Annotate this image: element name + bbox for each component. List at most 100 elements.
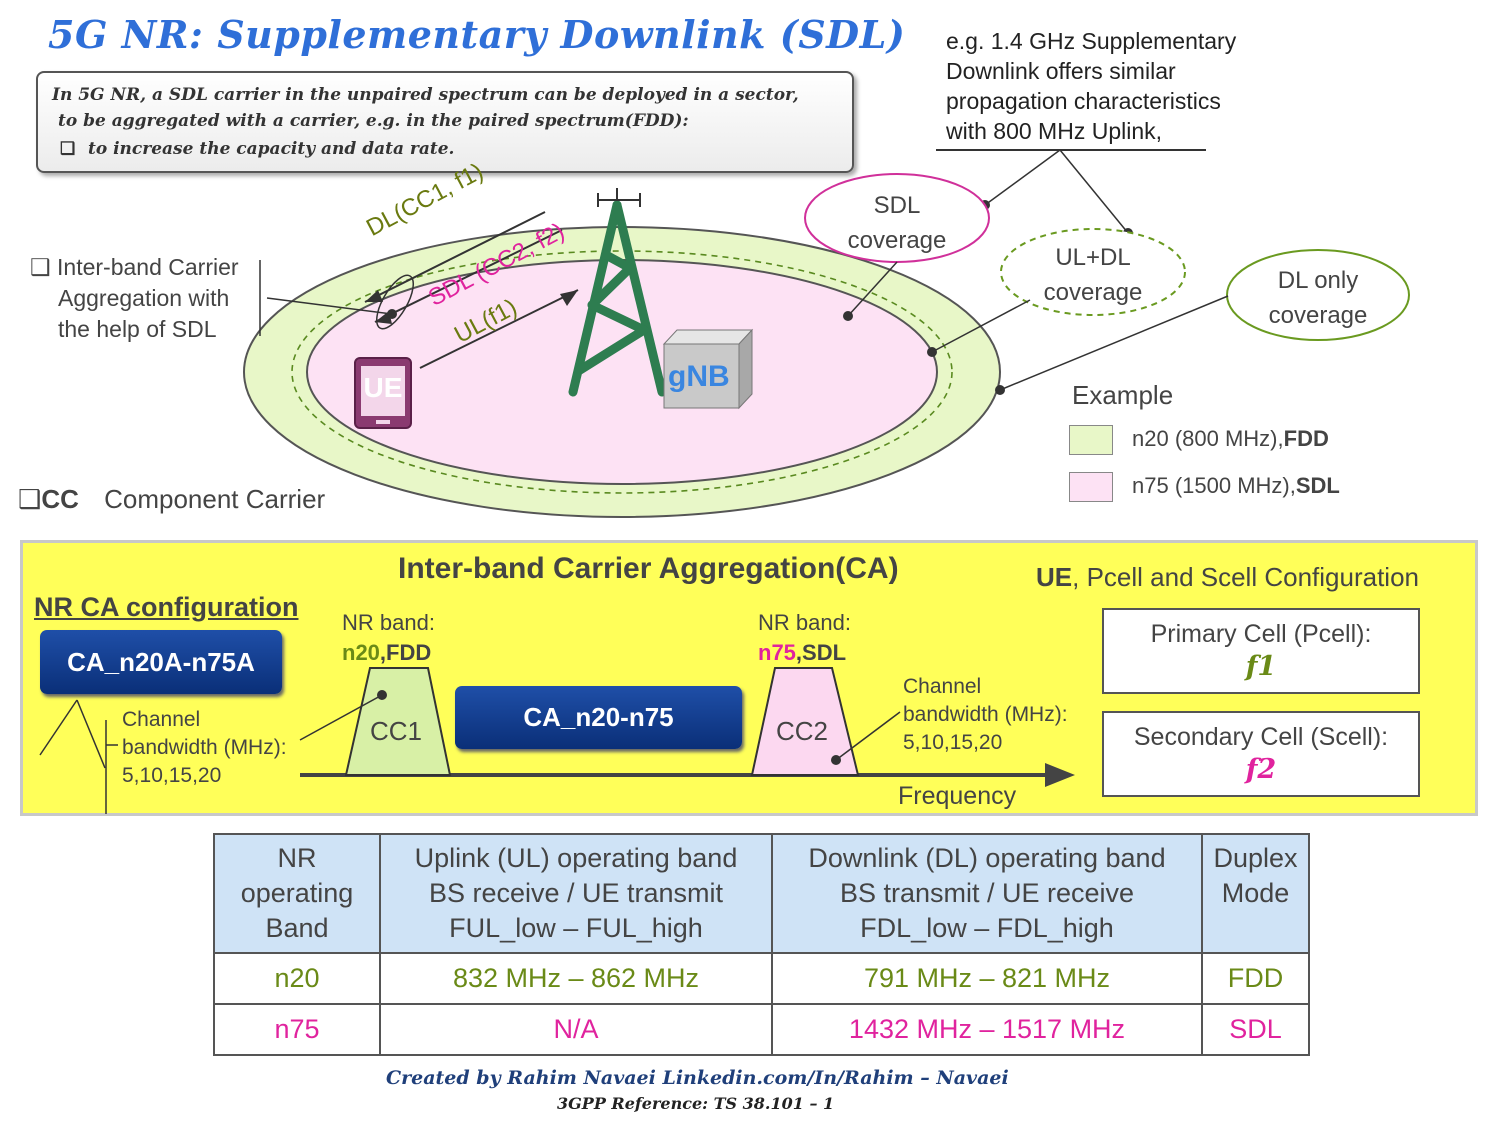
legend-item-n20: n20 (800 MHz),FDD [1132,426,1329,452]
band1-label: NR band: n20,FDD [342,608,435,668]
header-line: FUL_low – FUL_high [449,913,703,943]
cell-band: n75 [213,1003,381,1056]
bandwidth-line: Channel [903,675,982,698]
dl-only-coverage-label: DL only coverage [1228,263,1408,333]
pcell-value: f1 [1245,651,1277,682]
coverage-label-line: UL+DL [1055,244,1131,271]
legend-item-mode: FDD [1283,426,1329,451]
frequency-label: Frequency [898,782,1017,810]
ul-dl-coverage-boundary [291,250,953,494]
ue-device-icon [354,357,412,429]
example-note-line: e.g. 1.4 GHz Supplementary [946,28,1237,54]
gnb-label: gNB [668,360,730,393]
coverage-label-line: DL only [1277,267,1359,294]
ue-config-title-text: , Pcell and Scell Configuration [1072,562,1419,592]
dl-link-line [364,211,546,303]
scell-value: f2 [1245,754,1277,785]
header-line: operating [240,878,354,908]
example-note: e.g. 1.4 GHz Supplementary Downlink offe… [946,26,1236,146]
note-pointer-ul-dl [1059,149,1129,234]
aggregation-note-line: Inter-band Carrier [57,254,239,280]
band2-label: NR band: n75,SDL [758,608,851,668]
band-table: NR operating Band Uplink (UL) operating … [213,833,1310,1056]
bandwidth-line: bandwidth (MHz): [122,736,287,759]
ue-config-title-bold: UE [1036,562,1073,592]
intro-box: In 5G NR, a SDL carrier in the unpaired … [36,71,854,173]
bandwidth-right: Channel bandwidth (MHz): 5,10,15,20 [903,673,1068,757]
bandwidth-line: Channel [122,708,201,731]
frequency-arrow-icon [1045,763,1075,787]
sdl-coverage-label: SDL coverage [807,188,987,258]
coverage-label-line: coverage [1043,279,1143,306]
header-line: NR [277,843,317,873]
legend-item-n75: n75 (1500 MHz),SDL [1132,473,1340,499]
cc1-carrier-shape [344,667,452,776]
legend-item-mode: SDL [1295,473,1340,498]
ca-config-button[interactable]: CA_n20A-n75A [40,630,282,694]
legend-title: Example [1072,380,1174,410]
scell-box: Secondary Cell (Scell): f2 [1102,711,1420,797]
cell-mode: SDL [1201,1003,1310,1056]
ca-pair-button[interactable]: CA_n20-n75 [455,686,742,749]
aggregation-note: ❑ Inter-band Carrier Aggregation with th… [30,252,239,345]
bandwidth-left: Channel bandwidth (MHz): 5,10,15,20 [122,706,287,790]
header-line: Uplink (UL) operating band [414,843,738,873]
example-note-line: with 800 MHz Uplink, [946,118,1163,144]
header-line: BS transmit / UE receive [839,878,1135,908]
intro-bullet-text: to increase the capacity and data rate. [87,139,455,159]
legend-item-text: n20 (800 MHz), [1132,426,1284,451]
intro-bullet: ❑ to increase the capacity and data rate… [60,139,454,159]
checkbox-bullet-icon: ❑ [18,484,42,514]
ul-link-line [419,289,579,369]
cc2-carrier-shape [750,667,860,776]
legend-swatch-n20 [1069,425,1113,455]
gnb-tower-icon [568,200,667,397]
header-duplex: Duplex Mode [1201,833,1310,954]
legend-item-text: n75 (1500 MHz), [1132,473,1296,498]
cell-ul: 832 MHz – 862 MHz [379,952,773,1005]
legend-swatch-n75 [1069,472,1113,502]
header-line: Mode [1221,878,1290,908]
ue-config-title: UE, Pcell and Scell Configuration [1036,562,1419,593]
note-pointer-sdl [984,149,1061,206]
header-line: Duplex [1213,843,1298,873]
dl-only-coverage-bubble [1226,249,1410,341]
checkbox-bullet-icon: ❑ [60,139,76,158]
example-note-line: propagation characteristics [946,88,1221,114]
band-mode: ,SDL [795,640,847,665]
ca-title: Inter-band Carrier Aggregation(CA) [398,552,899,585]
aggregation-note-line: Aggregation with [58,285,230,311]
cell-dl: 791 MHz – 821 MHz [771,952,1203,1005]
intro-line-2: to be aggregated with a carrier, e.g. in… [58,111,689,131]
cell-ul: N/A [379,1003,773,1056]
cc1-label: CC1 [370,716,423,746]
credit-line: Created by Rahim Navaei Linkedin.com/In/… [386,1067,1009,1089]
scell-label: Secondary Cell (Scell): [1133,723,1389,751]
header-line: Downlink (DL) operating band [808,843,1166,873]
ue-label: UE [363,372,403,403]
cc-note: ❑CC Component Carrier [18,484,325,515]
bandwidth-line: bandwidth (MHz): [903,703,1068,726]
intro-line-1: In 5G NR, a SDL carrier in the unpaired … [52,85,799,105]
ca-config-title: NR CA configuration [34,592,299,622]
cell-band: n20 [213,952,381,1005]
bandwidth-line: 5,10,15,20 [903,731,1003,754]
coverage-label-line: coverage [847,227,947,254]
pcell-box: Primary Cell (Pcell): f1 [1102,608,1420,694]
band-name: n20 [342,640,380,665]
header-uplink: Uplink (UL) operating band BS receive / … [379,833,773,954]
table-header-row: NR operating Band Uplink (UL) operating … [213,833,1310,954]
reference-line: 3GPP Reference: TS 38.101 – 1 [557,1094,835,1113]
header-line: FDL_low – FDL_high [860,913,1114,943]
band-mode: ,FDD [379,640,432,665]
aggregation-note-line: the help of SDL [58,316,217,342]
cell-dl: 1432 MHz – 1517 MHz [771,1003,1203,1056]
cc2-label: CC2 [776,716,829,746]
cc-text: Component Carrier [104,484,326,514]
band-prefix: NR band: [758,610,851,635]
band-name: n75 [758,640,796,665]
example-note-line: Downlink offers similar [946,58,1176,84]
checkbox-bullet-icon: ❑ [30,254,51,280]
header-line: BS receive / UE transmit [428,878,724,908]
page-title: 5G NR: Supplementary Downlink (SDL) [48,12,906,57]
